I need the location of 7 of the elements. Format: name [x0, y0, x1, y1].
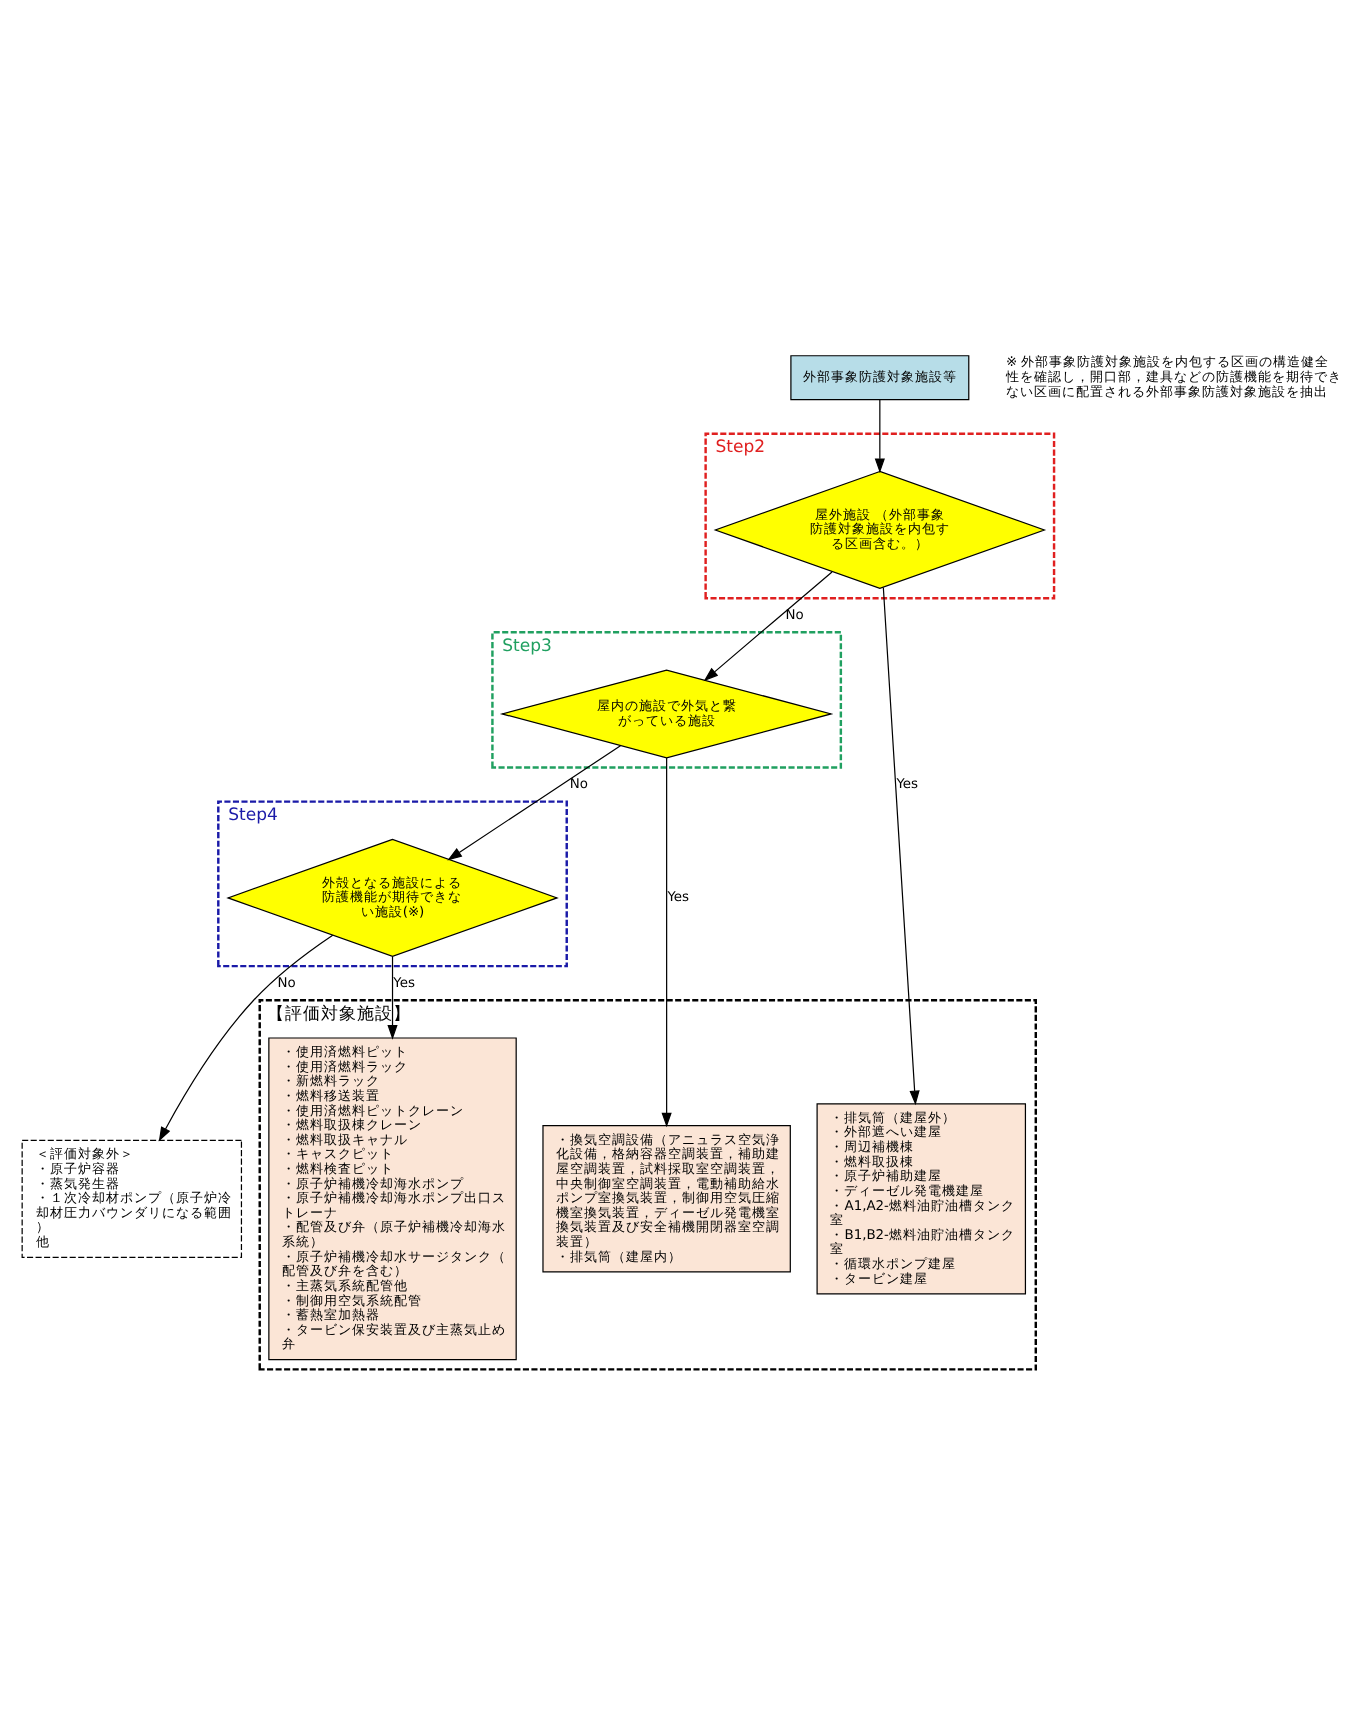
arrow: [387, 956, 398, 1040]
arrow: [158, 934, 334, 1142]
arrow: [447, 745, 622, 861]
arrow: [874, 399, 885, 474]
arrow: [882, 586, 920, 1106]
arrow: [703, 571, 833, 682]
arrow: [661, 757, 672, 1128]
